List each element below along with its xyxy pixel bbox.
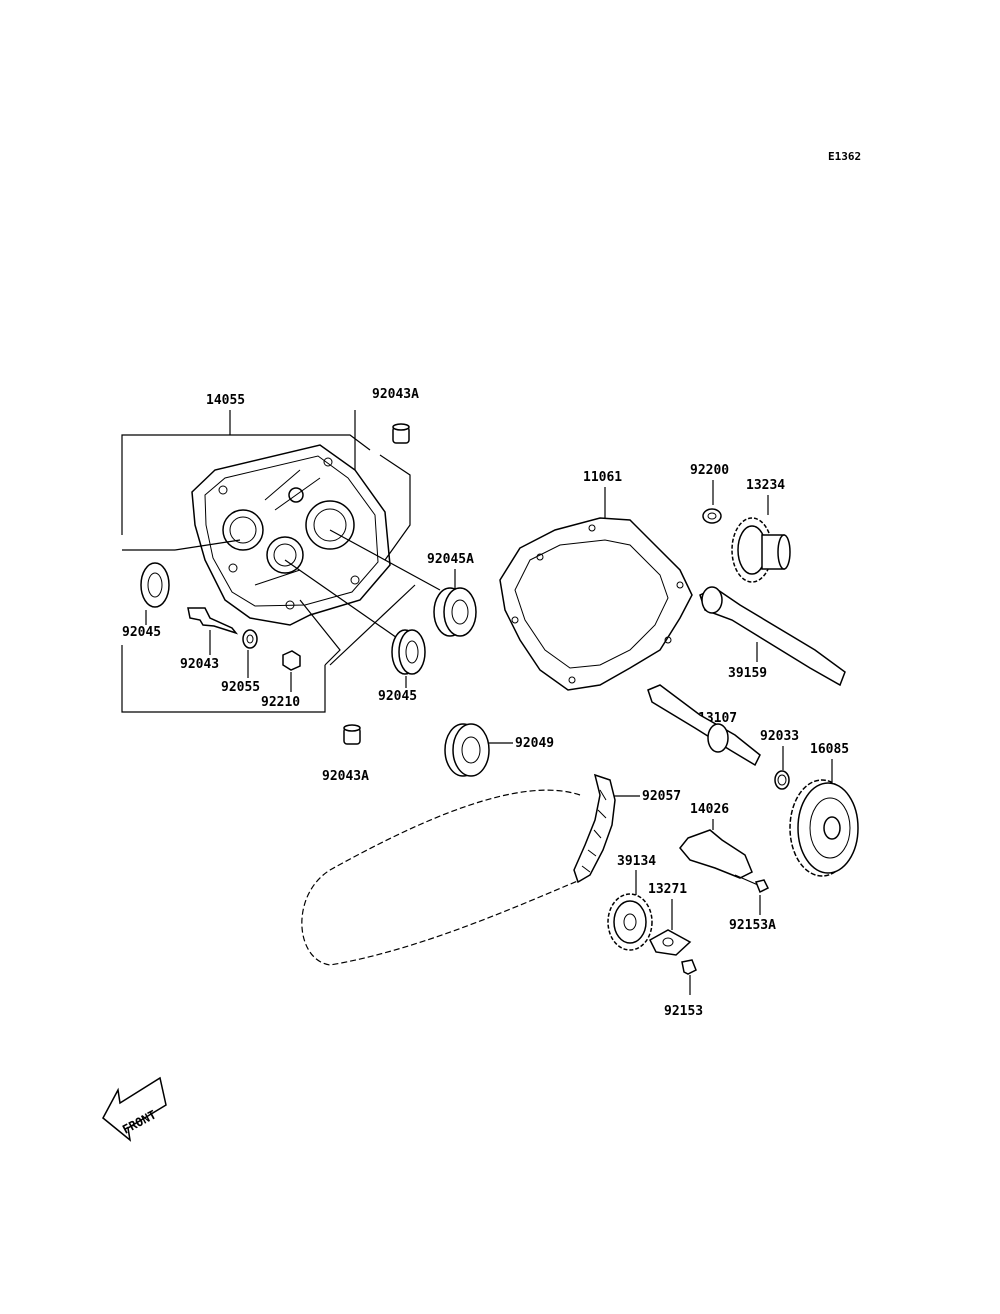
part-label-39159: 39159	[728, 666, 767, 681]
part-label-13234: 13234	[746, 478, 785, 493]
part-label-92045-left: 92045	[122, 625, 161, 640]
washer-92200: 92200	[690, 463, 729, 524]
part-label-39134: 39134	[617, 854, 656, 869]
diagram-code: E1362	[828, 150, 861, 163]
circlip-92033: 92033	[760, 729, 799, 790]
bearing-92045-left: 92045	[122, 562, 170, 640]
oil-seal-92049: 92049	[444, 723, 554, 777]
cover-14026: 14026	[679, 802, 753, 879]
bearing-92045A: 92045A	[427, 552, 477, 637]
chain-92057: 92057	[301, 773, 681, 966]
bolt-92153A: 92153A	[729, 874, 776, 933]
part-label-92045-mid: 92045	[378, 689, 417, 704]
gear-16085: 16085	[789, 742, 859, 877]
part-label-13271: 13271	[648, 882, 687, 897]
part-label-92043A-bottom: 92043A	[322, 769, 369, 784]
transmission-cover-14055	[191, 444, 391, 626]
part-label-92153: 92153	[664, 1004, 703, 1019]
part-label-11061: 11061	[583, 470, 622, 485]
bearing-92045-mid: 92045	[378, 629, 426, 704]
part-label-92049: 92049	[515, 736, 554, 751]
part-label-16085: 16085	[810, 742, 849, 757]
part-label-92210: 92210	[261, 695, 300, 710]
nut-92210: 92210	[261, 650, 301, 710]
part-label-92033: 92033	[760, 729, 799, 744]
part-label-92043A-top: 92043A	[372, 387, 419, 402]
shaft-39159: 39159	[699, 586, 846, 687]
bolt-92153: 92153	[664, 959, 703, 1019]
part-92043A-bottom: 92043A	[322, 724, 369, 784]
part-label-92200: 92200	[690, 463, 729, 478]
sprocket-39134: 39134	[607, 854, 656, 951]
stud-92043: 92043	[180, 607, 239, 672]
front-arrow-icon: FRONT	[102, 1076, 167, 1142]
part-label-92057: 92057	[642, 789, 681, 804]
shaft-13107: 13107	[647, 684, 761, 767]
part-label-92153A: 92153A	[729, 918, 776, 933]
washer-92055: 92055	[221, 629, 260, 695]
callout-14055: 14055	[121, 393, 371, 713]
part-92043A-top: 92043A	[372, 387, 419, 444]
part-label-14026: 14026	[690, 802, 729, 817]
part-label-92043: 92043	[180, 657, 219, 672]
plate-13271: 13271	[648, 882, 692, 956]
gear-13234: 13234	[731, 478, 791, 583]
part-label-92045A: 92045A	[427, 552, 474, 567]
gasket-11061: 11061	[499, 470, 693, 691]
part-label-14055: 14055	[206, 393, 245, 408]
part-label-92055: 92055	[221, 680, 260, 695]
